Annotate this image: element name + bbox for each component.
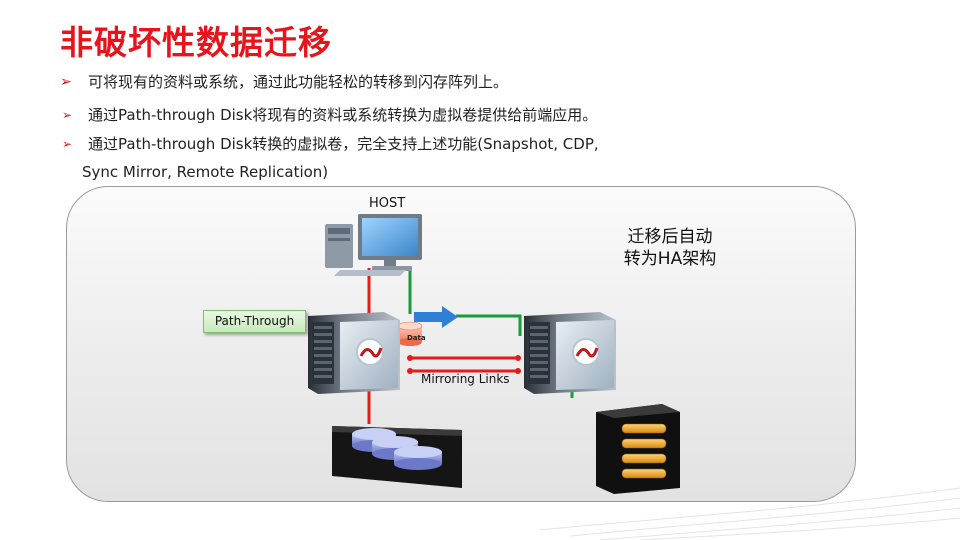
bullet-arrow-icon: ➢ (60, 74, 72, 90)
bullet-item-2: ➢ 通过Path-through Disk将现有的资料或系统转换为虚拟卷提供给前… (60, 105, 597, 125)
bullet-text-3-continued: Sync Mirror, Remote Replication) (82, 163, 329, 181)
storage-server-icon (308, 312, 400, 394)
bullet-arrow-icon: ➢ (62, 137, 73, 151)
migration-arrow-icon (414, 306, 458, 328)
host-pc-icon (325, 214, 422, 276)
slide-title: 非破坏性数据迁移 (60, 23, 332, 62)
flash-array-icon (596, 404, 680, 494)
bullet-text-2: 通过Path-through Disk将现有的资料或系统转换为虚拟卷提供给前端应… (88, 106, 598, 124)
data-cylinder-icon (397, 321, 423, 346)
ha-migration-note: 迁移后自动 转为HA架构 (618, 226, 722, 270)
path-through-label: Path-Through (203, 310, 306, 333)
bullet-text-3: 通过Path-through Disk转换的虚拟卷，完全支持上述功能(Snaps… (88, 135, 599, 153)
disk-tray-icon (332, 426, 462, 488)
ha-note-line-1: 迁移后自动 (627, 227, 713, 247)
decorative-wave-lines (540, 487, 960, 540)
host-label: HOST (369, 196, 406, 211)
bullet-text-1: 可将现有的资料或系统，通过此功能轻松的转移到闪存阵列上。 (88, 73, 509, 91)
mirroring-links (407, 355, 521, 374)
mirroring-links-label: Mirroring Links (421, 372, 510, 386)
ha-storage-server-icon (524, 312, 616, 394)
ha-note-line-2: 转为HA架构 (623, 249, 717, 269)
data-label: Data (407, 334, 426, 342)
bullet-arrow-icon: ➢ (62, 108, 73, 122)
bullet-item-1: ➢ 可将现有的资料或系统，通过此功能轻松的转移到闪存阵列上。 (60, 72, 508, 92)
bullet-item-3: ➢ 通过Path-through Disk转换的虚拟卷，完全支持上述功能(Sna… (60, 134, 599, 154)
